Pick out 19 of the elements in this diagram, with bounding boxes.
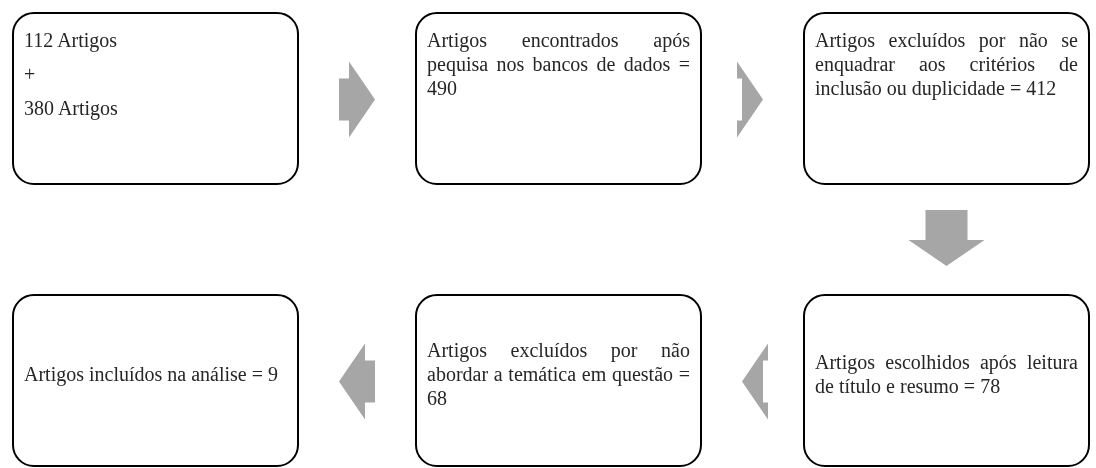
process-box: [12, 294, 299, 467]
process-box: [803, 12, 1090, 185]
process-box: [415, 294, 702, 467]
box-text: Artigos excluídos por não abordar a temática em questão = 68: [427, 337, 690, 410]
process-box: [12, 12, 299, 185]
box-text: Artigos excluídos por não se enquadrar aos critérios de inclusão ou duplicidade = 412: [815, 28, 1078, 100]
block-arrow: [339, 343, 375, 420]
box-text: +: [24, 62, 37, 86]
process-box: [803, 294, 1090, 467]
block-arrow: [737, 61, 763, 138]
block-arrow: [908, 210, 985, 266]
box-text: Artigos encontrados após pequisa nos bancos de dados = 490: [427, 28, 690, 100]
block-arrow: [339, 61, 375, 138]
box-text: 380 Artigos: [24, 96, 119, 120]
box-text: 112 Artigos: [24, 28, 119, 52]
box-text: Artigos escolhidos após leitura de título e resumo = 78: [815, 349, 1078, 398]
box-text: Artigos incluídos na análise = 9: [24, 361, 279, 386]
process-box: [415, 12, 702, 185]
block-arrow: [742, 343, 768, 420]
